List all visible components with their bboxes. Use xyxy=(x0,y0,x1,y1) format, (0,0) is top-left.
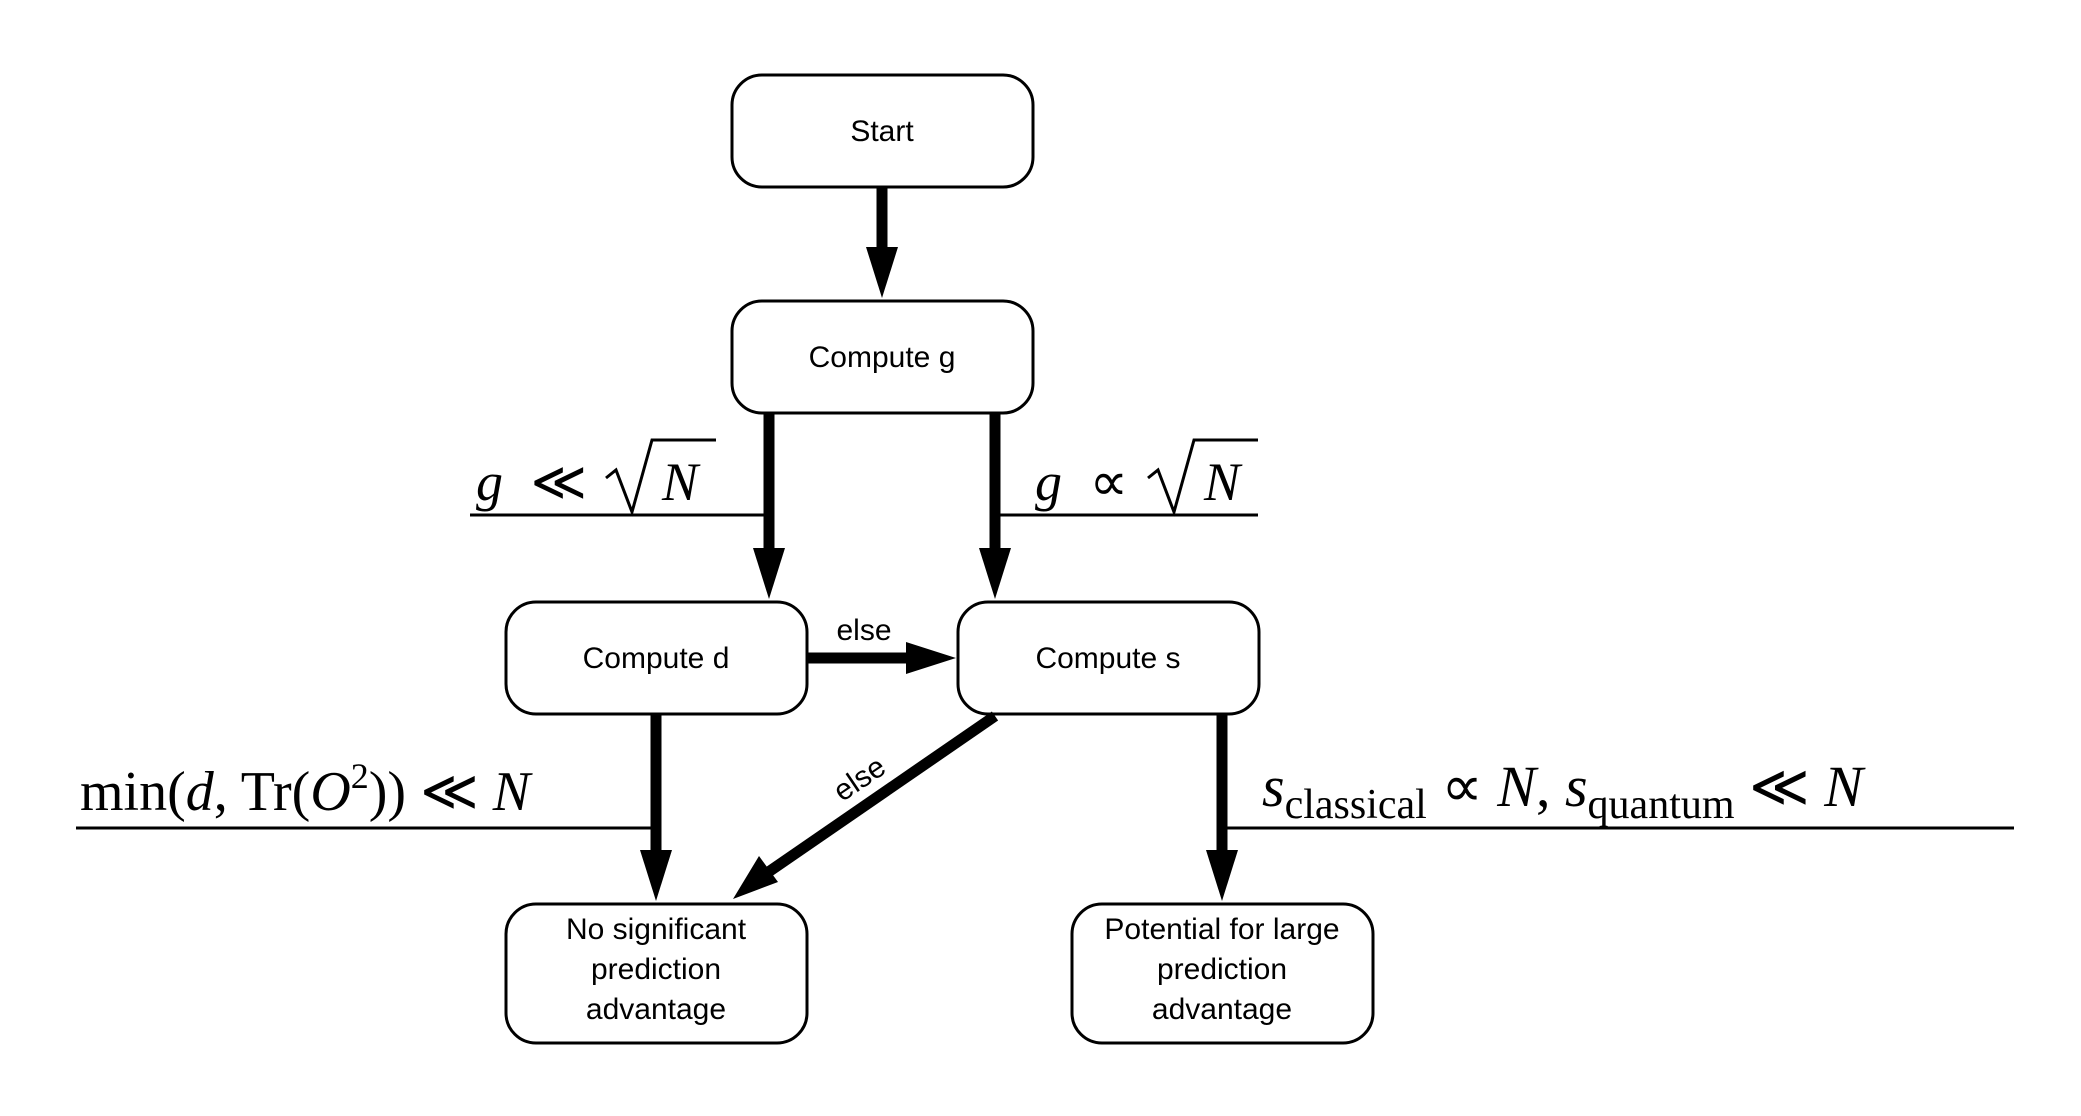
condition-s-quantum-s: s xyxy=(1565,754,1588,819)
condition-g-small-n: N xyxy=(661,452,701,512)
arrow-compute-g-to-compute-s xyxy=(979,414,1011,599)
condition-s-rel-1: ∝ xyxy=(1427,754,1497,819)
arrow-compute-s-to-large-advantage xyxy=(1206,715,1238,901)
node-compute-s: Compute s xyxy=(956,600,1261,716)
sqrt-icon xyxy=(1147,438,1258,517)
condition-min-prefix: min( xyxy=(80,761,186,823)
node-large-advantage-line-2: prediction xyxy=(1157,953,1287,986)
arrow-compute-s-to-no-advantage xyxy=(733,711,999,899)
svg-text:g ≪: g ≪ xyxy=(476,452,587,512)
condition-min-close: )) xyxy=(369,761,406,823)
condition-s-comma: , xyxy=(1536,754,1565,819)
condition-min-exp: 2 xyxy=(351,756,369,796)
arrow-compute-d-to-compute-s xyxy=(808,642,956,674)
node-start: Start xyxy=(730,73,1035,189)
svg-text:min(d, Tr(O2)) ≪ N: min(d, Tr(O2)) ≪ N xyxy=(80,756,533,823)
node-no-advantage-line-2: prediction xyxy=(591,953,721,986)
condition-min-rel: ≪ xyxy=(406,761,493,823)
node-compute-s-label: Compute s xyxy=(1035,642,1180,675)
arrow-compute-d-to-no-advantage xyxy=(640,715,672,901)
condition-min-d: d xyxy=(186,761,215,823)
arrow-start-to-compute-g xyxy=(866,188,898,298)
node-compute-d: Compute d xyxy=(504,600,809,716)
node-start-label: Start xyxy=(850,115,914,148)
sqrt-icon xyxy=(605,438,716,517)
node-compute-g: Compute g xyxy=(730,299,1035,415)
svg-text:g ∝: g ∝ xyxy=(1035,452,1128,512)
condition-min-d-tr-o2: min(d, Tr(O2)) ≪ N xyxy=(80,756,533,823)
svg-text:sclassical ∝ N, squantum ≪ N: sclassical ∝ N, squantum ≪ N xyxy=(1262,754,1866,828)
condition-s-n-1: N xyxy=(1496,754,1539,819)
edge-label-else-d-to-s: else xyxy=(836,614,891,647)
node-no-advantage-line-3: advantage xyxy=(586,993,726,1026)
condition-s-classical-s: s xyxy=(1262,754,1285,819)
condition-min-n: N xyxy=(492,761,533,823)
node-no-advantage: No significant prediction advantage xyxy=(504,902,809,1045)
node-no-advantage-line-1: No significant xyxy=(566,913,747,946)
arrow-compute-g-to-compute-d xyxy=(753,414,785,599)
condition-s-classical-quantum: sclassical ∝ N, squantum ≪ N xyxy=(1262,754,1866,828)
condition-s-n-2: N xyxy=(1823,754,1866,819)
condition-s-rel-2: ≪ xyxy=(1735,754,1825,819)
condition-g-much-less-sqrt-n: g ≪ N xyxy=(476,438,716,517)
condition-g-prop-g: g xyxy=(1035,452,1062,512)
condition-g-prop-n: N xyxy=(1203,452,1243,512)
condition-min-o: O xyxy=(310,761,350,823)
condition-g-proportional-sqrt-n: g ∝ N xyxy=(1035,438,1258,517)
condition-g-prop-rel: ∝ xyxy=(1090,452,1129,512)
condition-g-small-g: g xyxy=(476,452,503,512)
node-large-advantage-line-3: advantage xyxy=(1152,993,1292,1026)
condition-min-comma: , xyxy=(214,761,241,823)
node-compute-d-label: Compute d xyxy=(583,642,730,675)
node-large-advantage-line-1: Potential for large xyxy=(1104,913,1339,946)
node-large-advantage: Potential for large prediction advantage xyxy=(1070,902,1375,1045)
condition-min-tr: Tr( xyxy=(241,761,311,823)
condition-g-small-rel: ≪ xyxy=(531,452,588,512)
condition-s-classical-sub: classical xyxy=(1285,782,1427,828)
condition-s-quantum-sub: quantum xyxy=(1588,782,1735,828)
node-compute-g-label: Compute g xyxy=(809,341,956,374)
